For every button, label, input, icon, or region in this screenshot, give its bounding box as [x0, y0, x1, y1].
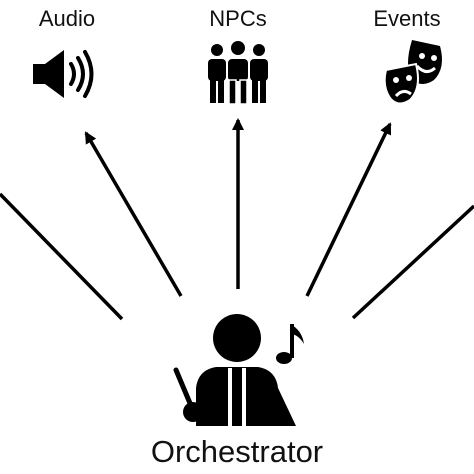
conductor-icon: [173, 314, 304, 426]
people-group-icon: [208, 41, 268, 105]
arrow-to-audio: [84, 131, 183, 297]
npcs-label: NPCs: [209, 6, 267, 31]
events-label: Events: [373, 6, 441, 31]
orchestrator-label: Orchestrator: [150, 434, 324, 469]
audio-label: Audio: [38, 6, 96, 31]
theater-masks-icon: [383, 40, 442, 105]
line-left: [0, 192, 124, 321]
line-right: [351, 204, 474, 320]
speaker-icon: [33, 50, 94, 98]
arrow-to-events: [305, 122, 392, 297]
